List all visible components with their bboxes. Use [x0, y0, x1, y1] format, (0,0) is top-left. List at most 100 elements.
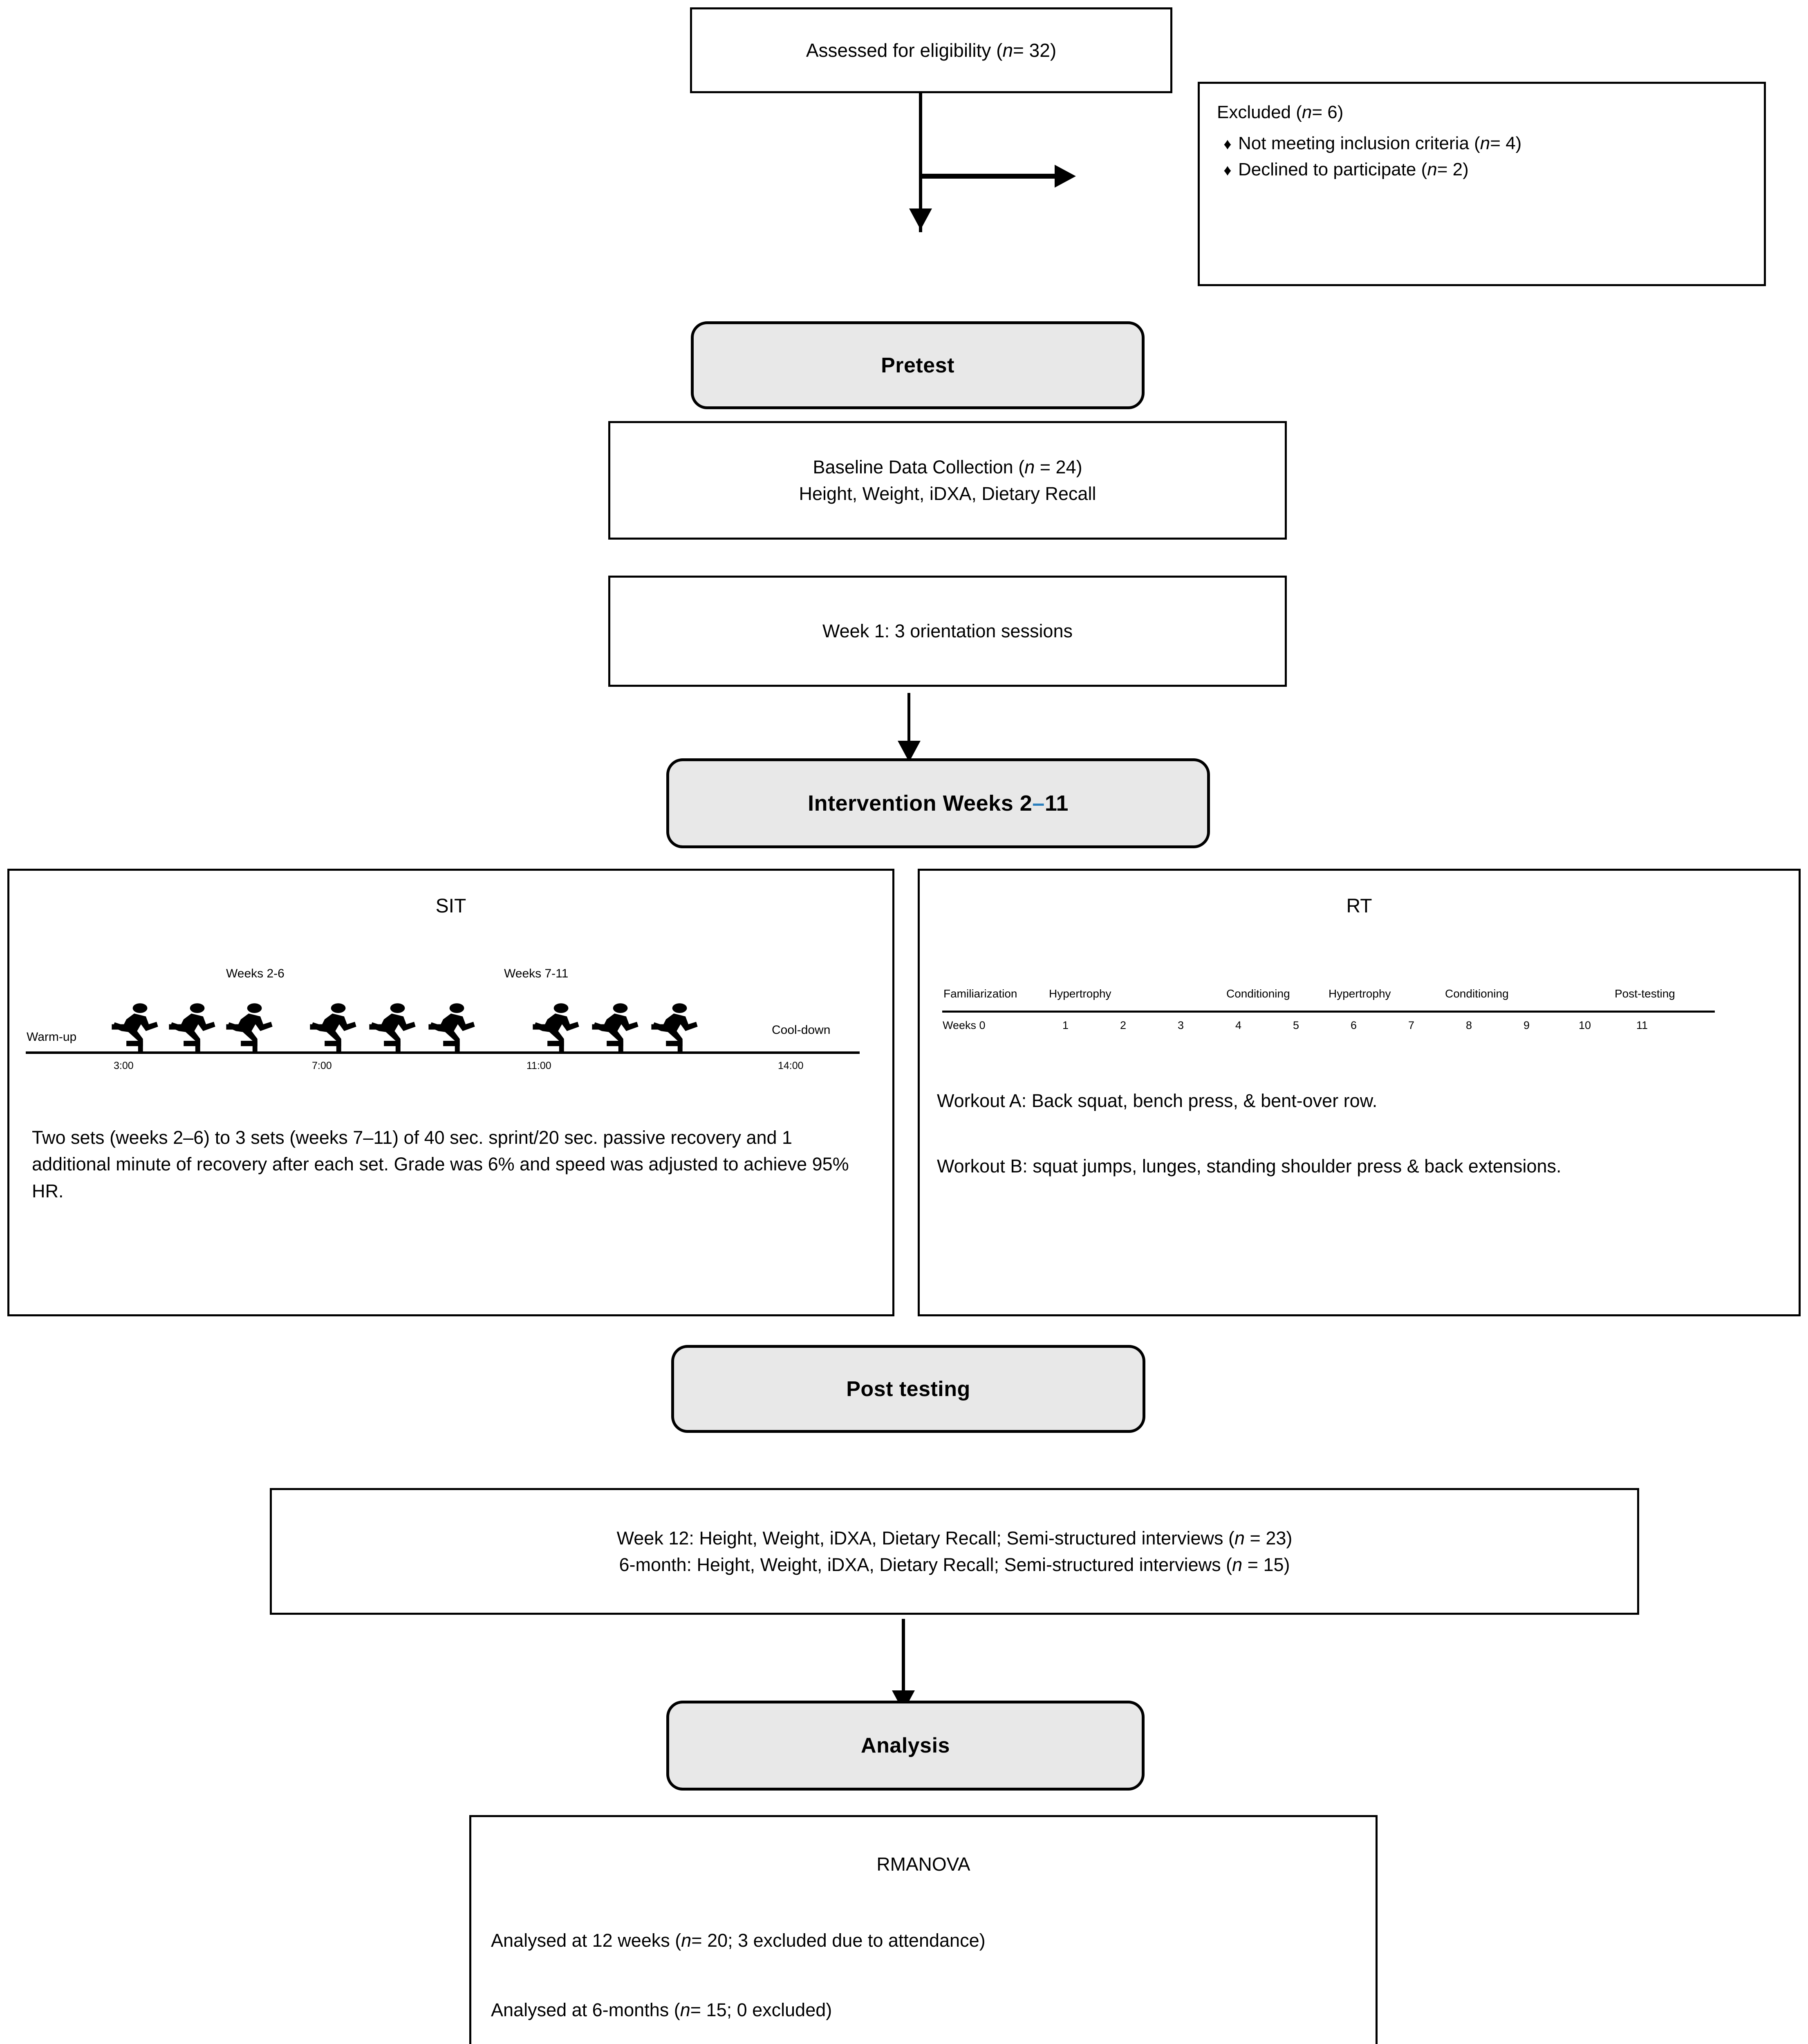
- stage-post-testing: Post testing: [671, 1345, 1145, 1433]
- intervention-suffix: 11: [1044, 791, 1069, 816]
- rmanova-line2-prefix: Analysed at 6-months (: [491, 1999, 680, 2020]
- assessed-for-eligibility-box: Assessed for eligibility (n= 32): [690, 7, 1172, 93]
- runner-icon: [428, 1003, 475, 1052]
- excluded-item0-prefix: Not meeting inclusion criteria (: [1238, 133, 1480, 153]
- excluded-box: Excluded (n= 6) ♦ Not meeting inclusion …: [1198, 82, 1766, 286]
- rt-timeline-axis: [942, 1011, 1715, 1013]
- post-testing-line2-prefix: 6-month: Height, Weight, iDXA, Dietary R…: [619, 1554, 1232, 1575]
- diamond-bullet-icon: ♦: [1223, 161, 1232, 179]
- rt-week-number: 11: [1636, 1019, 1648, 1031]
- excluded-item1-prefix: Declined to participate (: [1238, 159, 1427, 179]
- baseline-data-collection-box: Baseline Data Collection (n = 24) Height…: [608, 421, 1287, 540]
- runner-icon: [226, 1003, 273, 1052]
- runner-icon: [310, 1003, 356, 1052]
- sit-tick-label: 7:00: [312, 1060, 332, 1071]
- rmanova-title: RMANOVA: [876, 1853, 970, 1875]
- rt-week-number: 8: [1466, 1019, 1472, 1031]
- orientation-text: Week 1: 3 orientation sessions: [822, 621, 1073, 642]
- assessed-for-eligibility-text: Assessed for eligibility (n= 32): [806, 37, 1056, 64]
- post-testing-line2-suffix: = 15): [1242, 1554, 1290, 1575]
- connector-assessed-stem: [919, 93, 922, 232]
- excluded-item1-suffix: = 2): [1437, 159, 1469, 179]
- runner-icon: [651, 1003, 698, 1052]
- excluded-title: Excluded (n= 6): [1217, 99, 1343, 126]
- rt-phase-label: Familiarization: [943, 987, 1017, 1000]
- rt-phase-label: Conditioning: [1226, 987, 1290, 1000]
- rmanova-line1-suffix: = 20; 3 excluded due to attendance): [691, 1930, 986, 1951]
- rt-week-number: 5: [1293, 1019, 1299, 1031]
- baseline-line-2: Height, Weight, iDXA, Dietary Recall: [799, 483, 1096, 504]
- rt-periodization-timeline: Familiarization Hypertrophy Conditioning…: [920, 987, 1799, 1059]
- excluded-title-n: n: [1302, 102, 1312, 122]
- rt-week-number: 4: [1235, 1019, 1242, 1031]
- excluded-item-text: Declined to participate (n= 2): [1238, 157, 1469, 183]
- stage-intervention-weeks: Intervention Weeks 2–11: [666, 758, 1210, 848]
- connector-analysis-stem: [902, 1619, 905, 1701]
- sit-phase-label-weeks-7-11: Weeks 7-11: [504, 967, 569, 980]
- runner-icon: [533, 1003, 579, 1052]
- assessed-italic-n: n: [1002, 39, 1013, 61]
- runner-icon: [169, 1003, 215, 1052]
- post-testing-line2-n: n: [1232, 1554, 1243, 1575]
- post-testing-line-2: 6-month: Height, Weight, iDXA, Dietary R…: [619, 1551, 1290, 1578]
- excluded-title-suffix: = 6): [1312, 102, 1344, 122]
- rt-phase-label: Hypertrophy: [1049, 987, 1111, 1000]
- diamond-bullet-icon: ♦: [1223, 135, 1232, 153]
- runner-icon: [592, 1003, 639, 1052]
- runner-icon: [112, 1003, 158, 1052]
- rmanova-line-2: Analysed at 6-months (n= 15; 0 excluded): [491, 1997, 832, 2023]
- excluded-item0-n: n: [1480, 133, 1490, 153]
- sit-description: Two sets (weeks 2–6) to 3 sets (weeks 7–…: [32, 1127, 849, 1201]
- excluded-item0-suffix: = 4): [1490, 133, 1522, 153]
- connector-assessed-arrowhead: [909, 208, 932, 230]
- sit-cooldown-label: Cool-down: [772, 1023, 831, 1037]
- assessed-text-prefix: Assessed for eligibility (: [806, 39, 1003, 61]
- rt-phase-label: Conditioning: [1445, 987, 1509, 1000]
- rt-workout-b: Workout B: squat jumps, lunges, standing…: [937, 1156, 1562, 1177]
- excluded-item1-n: n: [1427, 159, 1437, 179]
- stage-pretest: Pretest: [691, 321, 1145, 409]
- baseline-line1-suffix: = 24): [1035, 456, 1082, 477]
- rmanova-line2-suffix: = 15; 0 excluded): [690, 1999, 832, 2020]
- rt-week-number: 2: [1120, 1019, 1127, 1031]
- sit-phase-label-weeks-2-6: Weeks 2-6: [226, 967, 285, 980]
- assessed-text-suffix: = 32): [1013, 39, 1057, 61]
- stage-analysis: Analysis: [666, 1701, 1145, 1791]
- sit-arm-box: SIT Weeks 2-6 Weeks 7-11 Warm-up Cool-do…: [7, 869, 894, 1316]
- post-testing-line1-prefix: Week 12: Height, Weight, iDXA, Dietary R…: [616, 1527, 1234, 1549]
- post-testing-line1-suffix: = 23): [1245, 1527, 1293, 1549]
- stage-intervention-label: Intervention Weeks 2–11: [808, 791, 1069, 816]
- rt-week-number: 3: [1178, 1019, 1184, 1031]
- sit-timeline-axis: [26, 1051, 860, 1054]
- rmanova-box: RMANOVA Analysed at 12 weeks (n= 20; 3 e…: [469, 1815, 1378, 2044]
- rt-week-number: 6: [1351, 1019, 1357, 1031]
- stage-pretest-label: Pretest: [881, 353, 954, 377]
- baseline-line1-n: n: [1024, 456, 1035, 477]
- rmanova-line2-n: n: [680, 1999, 690, 2020]
- sit-tick-label: 11:00: [526, 1060, 551, 1071]
- runner-icon: [369, 1003, 416, 1052]
- orientation-sessions-box: Week 1: 3 orientation sessions: [608, 576, 1287, 687]
- intervention-dash: –: [1032, 791, 1045, 816]
- rt-arm-box: RT Familiarization Hypertrophy Condition…: [918, 869, 1801, 1316]
- rmanova-line-1: Analysed at 12 weeks (n= 20; 3 excluded …: [491, 1927, 986, 1954]
- rmanova-line1-prefix: Analysed at 12 weeks (: [491, 1930, 681, 1951]
- sit-tick-label: 14:00: [778, 1060, 804, 1071]
- sit-warmup-label: Warm-up: [27, 1030, 77, 1044]
- post-testing-detail-box: Week 12: Height, Weight, iDXA, Dietary R…: [270, 1488, 1639, 1615]
- connector-orientation-stem: [907, 693, 910, 750]
- rmanova-line1-n: n: [681, 1930, 692, 1951]
- baseline-line1-prefix: Baseline Data Collection (: [813, 456, 1025, 477]
- connector-excluded-branch: [919, 174, 1058, 179]
- rt-title: RT: [1346, 895, 1372, 917]
- rt-phase-label: Hypertrophy: [1329, 987, 1391, 1000]
- sit-title: SIT: [435, 895, 466, 917]
- rt-week-number: 9: [1523, 1019, 1530, 1031]
- stage-post-testing-label: Post testing: [846, 1377, 970, 1401]
- excluded-item-text: Not meeting inclusion criteria (n= 4): [1238, 130, 1521, 157]
- sit-tick-label: 3:00: [114, 1060, 134, 1071]
- excluded-list-item: ♦ Declined to participate (n= 2): [1217, 157, 1469, 183]
- connector-excluded-arrowhead: [1055, 165, 1076, 188]
- sit-sprint-timeline: Weeks 2-6 Weeks 7-11 Warm-up Cool-down: [9, 967, 892, 1102]
